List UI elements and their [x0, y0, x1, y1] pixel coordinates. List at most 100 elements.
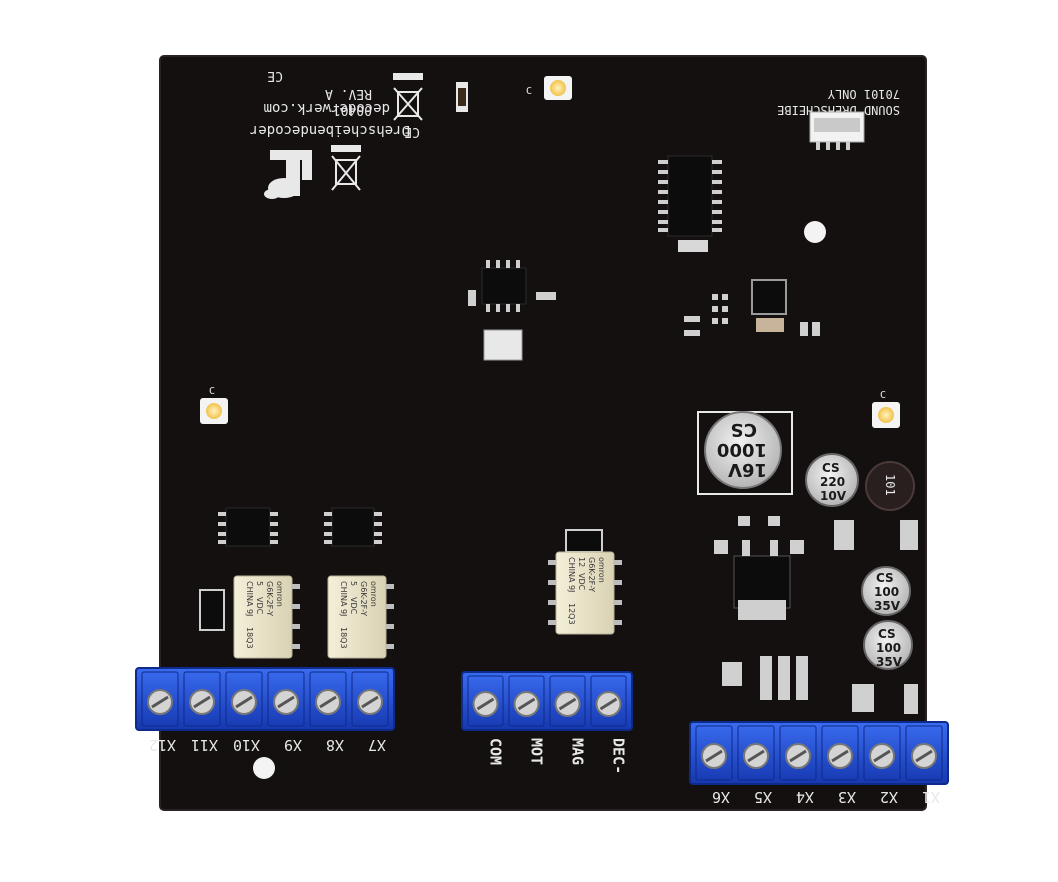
cap-big-voltage: 16V [728, 459, 767, 480]
inductor: 101 [865, 461, 915, 511]
screw-slot [831, 749, 849, 763]
brand-line-1: Drehscheibendecoder [250, 122, 410, 138]
ic-qfn [751, 279, 787, 315]
cap-small-2-value: 100 [876, 641, 901, 655]
screw-slot [705, 749, 723, 763]
smd-cluster [714, 516, 918, 714]
relay-2-line-2: G6K-2F-Y [359, 581, 368, 616]
mounting-hole [804, 221, 826, 243]
silkscreen-revision: REV. A 00401 [325, 86, 372, 117]
terminal-label: X12 [149, 736, 176, 754]
cap-medium-value: 220 [820, 475, 845, 489]
ce-mark-mid: CE [404, 124, 420, 139]
led-right: C [872, 390, 900, 428]
screw-slot [193, 695, 211, 709]
relay-2-line-5: CHINA 9J [339, 581, 348, 616]
screw-slot [599, 697, 618, 711]
relay-3-line-1: omron [597, 557, 606, 583]
cap-big-brand: CS [730, 419, 757, 440]
relay-pins [292, 560, 622, 649]
relay-2-line-6: 18Q3 [339, 627, 348, 649]
terminal-left-housing [135, 667, 395, 731]
terminal-right-cell [905, 725, 943, 781]
decoderwerk-logo-icon [264, 150, 312, 199]
screw-slot [915, 749, 933, 763]
weee-bin-icon [393, 73, 423, 121]
relay-2-line-4: VDC [349, 597, 358, 615]
smd-part [678, 240, 708, 252]
part-number-text: 00401 [333, 102, 372, 117]
relay-3-line-6: 12Q3 [567, 603, 576, 625]
terminal-middle-housing [461, 671, 633, 731]
smd-cluster [684, 294, 820, 336]
terminal-label: X10 [233, 736, 260, 754]
screw-slot [151, 695, 169, 709]
terminal-label: X9 [284, 736, 302, 754]
revision-text: REV. A [325, 86, 372, 101]
cap-small-1-brand: CS [876, 571, 894, 585]
smd-part [756, 318, 784, 332]
ce-mark-text: CE [267, 68, 283, 83]
terminal-middle-cell [590, 675, 627, 727]
relay-1-line-3: 5 [255, 581, 264, 586]
relay-3-line-3: 12 [577, 557, 586, 567]
inductor-marking: 101 [883, 474, 897, 496]
relay-1: omron G6K-2F-Y 5 VDC CHINA 9J 18Q3 [233, 575, 293, 659]
smd-part [468, 290, 476, 306]
capacitor-small-1: CS 100 35V [846, 566, 911, 620]
silkscreen-brand: decoderwerk.com Drehscheibendecoder [250, 100, 410, 138]
terminal-label: X2 [880, 788, 898, 806]
screw-slot [747, 749, 765, 763]
terminal-left-cell [309, 671, 347, 727]
terminal-block-right [689, 721, 949, 785]
led-mark: C [880, 390, 886, 401]
terminal-right-cell [863, 725, 901, 781]
terminal-block-middle [461, 671, 633, 731]
relay-3-line-5: CHINA 9J [567, 557, 576, 592]
terminal-right-cell [695, 725, 733, 781]
screw-slot [277, 695, 295, 709]
terminal-label: X3 [838, 788, 856, 806]
connector-small [483, 329, 523, 361]
relay-3-line-4: VDC [577, 573, 586, 591]
pcb-board-edge [159, 55, 927, 811]
screw-slot [235, 695, 253, 709]
ic-soic8-left-2 [324, 507, 382, 547]
terminal-label: X6 [712, 788, 730, 806]
diode [565, 529, 603, 553]
brand-line-2: decoderwerk.com [264, 100, 390, 116]
relay-3-line-2: G6K-2F-Y [587, 557, 596, 592]
terminal-left-cell [183, 671, 221, 727]
screw-slot [558, 697, 577, 711]
mounting-hole [253, 757, 275, 779]
terminal-left-cell [267, 671, 305, 727]
cap-small-1-voltage: 35V [874, 599, 901, 613]
terminal-label: MOT [528, 738, 546, 765]
relay-2-line-1: omron [369, 581, 378, 607]
led-mark: C [526, 86, 532, 97]
screw-slot [789, 749, 807, 763]
ce-mark-text: CE [404, 124, 420, 139]
relay-1-line-2: G6K-2F-Y [265, 581, 274, 616]
terminal-label: COM [487, 738, 505, 765]
cap-small-2-voltage: 35V [876, 655, 903, 669]
led-mark: C [209, 386, 215, 397]
cap-medium-brand: CS [822, 461, 840, 475]
terminal-label: X7 [368, 736, 386, 754]
cap-big-value: 1000 [717, 439, 767, 460]
silkscreen-sound-label: 70101 ONLY SOUND DREHSCHEIBE [777, 87, 900, 117]
relay-1-line-4: VDC [255, 597, 264, 615]
terminal-label: X4 [796, 788, 814, 806]
cap-small-1-value: 100 [874, 585, 899, 599]
screw-slot [476, 697, 495, 711]
screw-slot [319, 695, 337, 709]
terminal-right-cell [737, 725, 775, 781]
ic-soic8-left-1 [218, 507, 278, 547]
screw-slot [873, 749, 891, 763]
terminal-label: DEC- [610, 738, 628, 774]
ce-mark-top: CE [267, 68, 283, 83]
cap-small-2-brand: CS [878, 627, 896, 641]
